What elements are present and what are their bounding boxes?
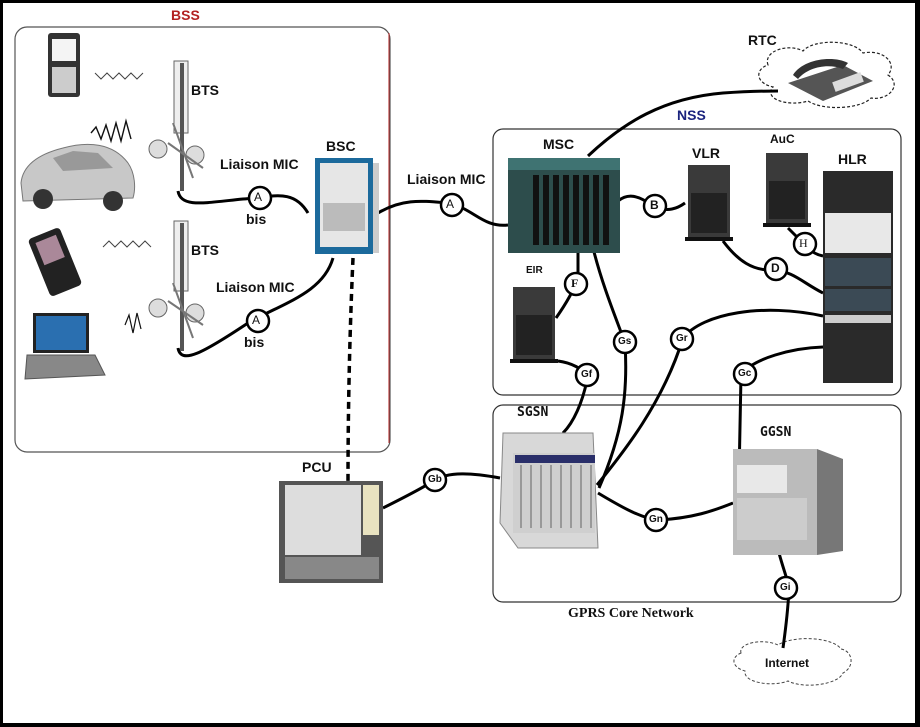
gprs-box <box>492 404 902 603</box>
link-msc-rtc <box>586 89 779 158</box>
interface-gb-label: Gb <box>428 474 442 485</box>
pcu-label: PCU <box>302 459 332 475</box>
eir-label: EIR <box>526 265 543 276</box>
vlr-label: VLR <box>692 145 720 161</box>
bis-label-2: bis <box>244 334 265 350</box>
interface-d-circle <box>763 256 789 282</box>
mobile-phone-icon <box>48 33 80 97</box>
vlr-server-icon <box>685 165 733 241</box>
interface-gc-circle <box>732 361 758 387</box>
bts1-antenna <box>148 60 205 191</box>
bts2-label: BTS <box>191 242 219 258</box>
rtc-label: RTC <box>748 32 777 48</box>
link-bts1-bsc <box>176 190 310 214</box>
interface-f-label: F <box>571 276 579 290</box>
diagram-canvas: BSS NSS GPRS Core Network BTS BTS BSC MS… <box>3 3 915 723</box>
link-bsc-pcu <box>346 257 355 484</box>
bts2-antenna <box>148 220 205 351</box>
hlr-label: HLR <box>838 151 867 167</box>
interface-gi-circle <box>773 575 799 601</box>
internet-cloud <box>733 638 852 686</box>
ggsn-rack-icon <box>733 449 843 555</box>
interface-gr-label: Gr <box>676 333 688 344</box>
interface-abis1-label: A <box>254 190 263 204</box>
diagram-graphics <box>14 26 902 686</box>
interface-gi-label: Gi <box>780 582 791 593</box>
bis-label-1: bis <box>246 211 267 227</box>
radio-wave-phone <box>94 72 144 80</box>
interface-b-label: B <box>650 198 659 212</box>
interface-gs-circle <box>612 329 638 355</box>
interface-abis1-circle <box>247 185 273 211</box>
interface-circles <box>245 185 818 601</box>
bsc-rack-icon <box>315 158 379 254</box>
interface-a-circle <box>439 192 465 218</box>
radio-wave-smartphone <box>102 240 152 248</box>
interface-gb-circle <box>422 467 448 493</box>
interface-gn-label: Gn <box>649 514 663 525</box>
ggsn-label: GGSN <box>760 425 792 440</box>
interface-abis2-label: A <box>252 313 261 327</box>
liaison-mic-label-1: Liaison MIC <box>220 156 299 172</box>
laptop-icon <box>24 313 106 380</box>
internet-label: Internet <box>765 656 810 670</box>
bss-box <box>14 26 391 453</box>
interface-abis2-circle <box>245 308 271 334</box>
liaison-mic-label-3: Liaison MIC <box>407 171 486 187</box>
pcu-rack-icon <box>279 481 383 583</box>
bts1-label: BTS <box>191 82 219 98</box>
link-ggsn-internet-gi <box>777 552 791 649</box>
interface-gn-circle <box>643 507 669 533</box>
sgsn-server-icon <box>499 432 599 549</box>
auc-server-icon <box>763 153 811 227</box>
interface-gs-label: Gs <box>618 336 632 347</box>
liaison-mic-label-2: Liaison MIC <box>216 279 295 295</box>
telephone-icon <box>788 59 873 101</box>
msc-switch-icon <box>508 158 620 253</box>
nss-group-label: NSS <box>677 107 706 123</box>
interface-gc-label: Gc <box>738 368 752 379</box>
bsc-label: BSC <box>326 138 356 154</box>
gprs-group-label: GPRS Core Network <box>568 606 694 621</box>
msc-label: MSC <box>543 136 575 152</box>
auc-label: AuC <box>770 132 795 146</box>
interface-gf-label: Gf <box>581 369 593 380</box>
nss-box <box>492 128 902 396</box>
sgsn-label: SGSN <box>517 405 549 420</box>
bss-group-label: BSS <box>171 7 200 23</box>
interface-h-circle <box>792 231 818 257</box>
radio-wave-laptop <box>124 312 142 334</box>
hlr-rack-icon <box>823 171 893 383</box>
interface-b-circle <box>642 193 668 219</box>
interface-gr-circle <box>669 326 695 352</box>
interface-d-label: D <box>771 261 780 275</box>
interface-h-label: H <box>799 236 808 250</box>
eir-server-icon <box>510 287 558 363</box>
interface-f-circle <box>563 271 589 297</box>
smartphone-icon <box>28 228 82 296</box>
radio-wave-car <box>90 118 132 144</box>
interface-gf-circle <box>574 362 600 388</box>
interface-a-label: A <box>446 197 455 211</box>
car-icon <box>20 143 136 211</box>
